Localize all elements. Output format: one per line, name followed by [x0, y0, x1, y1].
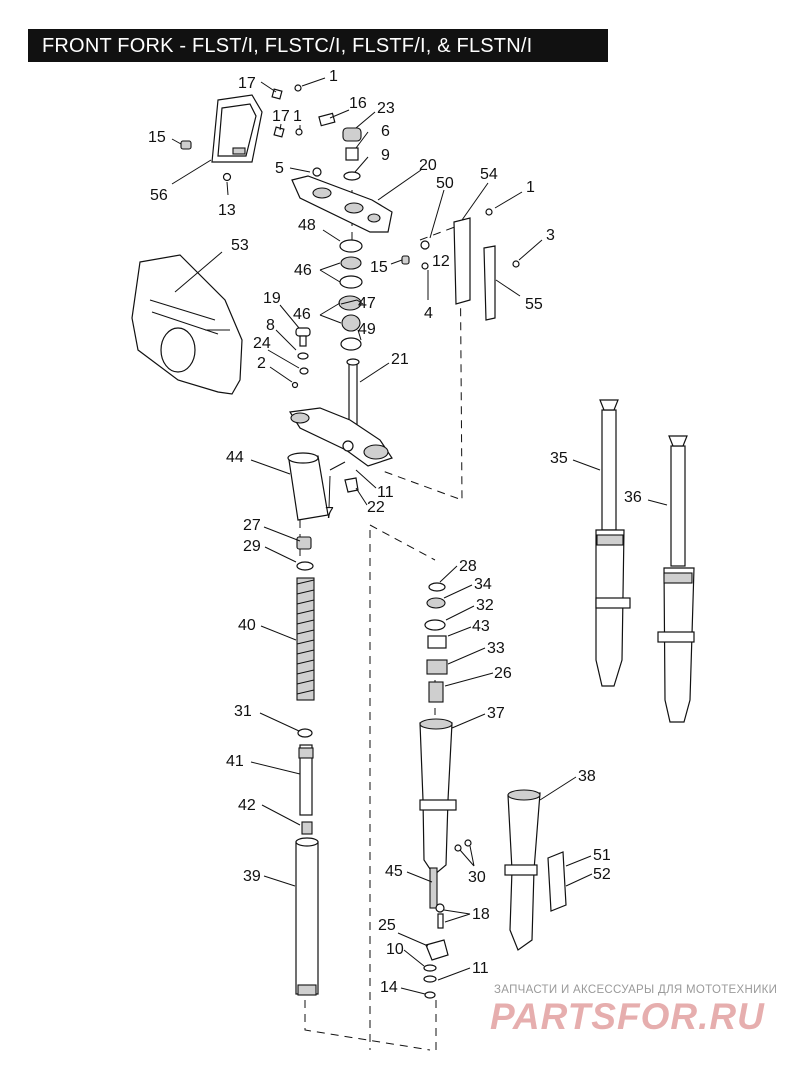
callout-54: 54: [480, 166, 498, 183]
callout-labels: 1 17 16 23 17 1 15 6 9 56 5 20 13 50 54 …: [148, 68, 642, 996]
callout-2: 2: [257, 355, 266, 372]
callout-46: 46: [293, 306, 311, 323]
callout-10: 10: [386, 941, 404, 958]
callout-35: 35: [550, 450, 568, 467]
callout-36: 36: [624, 489, 642, 506]
callout-47: 47: [358, 295, 376, 312]
callout-23: 23: [377, 100, 395, 117]
callout-17: 17: [238, 75, 256, 92]
alt-fork-slider: [504, 789, 567, 951]
callout-4: 4: [424, 305, 433, 322]
callout-27: 27: [243, 517, 261, 534]
callout-22: 22: [367, 499, 385, 516]
callout-46: 46: [294, 262, 312, 279]
callout-18: 18: [472, 906, 490, 923]
fork-stem-lower-bracket: [288, 358, 393, 493]
callout-1: 1: [329, 68, 338, 85]
callout-7: 7: [325, 505, 334, 522]
callout-30: 30: [468, 869, 486, 886]
callout-14: 14: [380, 979, 398, 996]
signal-brackets: [401, 208, 520, 321]
title-bar: FRONT FORK - FLST/I, FLSTC/I, FLSTF/I, &…: [28, 29, 608, 62]
callout-15: 15: [148, 129, 166, 146]
callout-13: 13: [218, 202, 236, 219]
watermark-tagline: ЗАПЧАСТИ И АКСЕССУАРЫ ДЛЯ МОТОТЕХНИКИ: [494, 984, 778, 996]
callout-34: 34: [474, 576, 492, 593]
page-title: FRONT FORK - FLST/I, FLSTC/I, FLSTF/I, &…: [42, 35, 533, 57]
callout-44: 44: [226, 449, 244, 466]
leader-lines: [171, 77, 668, 995]
callout-26: 26: [494, 665, 512, 682]
callout-51: 51: [593, 847, 611, 864]
upper-fork-bracket: [291, 167, 393, 233]
callout-37: 37: [487, 705, 505, 722]
callout-1: 1: [293, 108, 302, 125]
callout-50: 50: [436, 175, 454, 192]
callout-20: 20: [419, 157, 437, 174]
callout-39: 39: [243, 868, 261, 885]
callout-6: 6: [381, 123, 390, 140]
callout-32: 32: [476, 597, 494, 614]
left-fork-internals: [287, 452, 329, 996]
callout-45: 45: [385, 863, 403, 880]
callout-11: 11: [472, 960, 489, 977]
slider-bushing-stack: [424, 582, 448, 703]
watermark-logo: PARTSFOR.RU: [490, 996, 765, 1037]
assembled-fork-tubes: [595, 399, 695, 723]
callout-21: 21: [391, 351, 409, 368]
callout-28: 28: [459, 558, 477, 575]
callout-29: 29: [243, 538, 261, 555]
callout-38: 38: [578, 768, 596, 785]
callout-15: 15: [370, 259, 388, 276]
top-bolt-stack: [318, 112, 362, 181]
callout-33: 33: [487, 640, 505, 657]
callout-55: 55: [525, 296, 543, 313]
callout-53: 53: [231, 237, 249, 254]
callout-25: 25: [378, 917, 396, 934]
callout-41: 41: [226, 753, 244, 770]
callout-40: 40: [238, 617, 256, 634]
callout-48: 48: [298, 217, 316, 234]
lower-fork-slider: [419, 718, 472, 999]
callout-49: 49: [358, 321, 376, 338]
callout-16: 16: [349, 95, 367, 112]
callout-11: 11: [377, 484, 394, 501]
callout-12: 12: [432, 253, 450, 270]
callout-9: 9: [381, 147, 390, 164]
callout-3: 3: [546, 227, 555, 244]
nameplate-cover-part: [180, 84, 303, 182]
callout-52: 52: [593, 866, 611, 883]
steering-bearing-stack: [338, 239, 363, 351]
callout-24: 24: [253, 335, 271, 352]
callout-42: 42: [238, 797, 256, 814]
callout-43: 43: [472, 618, 490, 635]
callout-1: 1: [526, 179, 535, 196]
small-hardware-left: [291, 327, 311, 389]
callout-5: 5: [275, 160, 284, 177]
callout-56: 56: [150, 187, 168, 204]
callout-19: 19: [263, 290, 281, 307]
callout-8: 8: [266, 317, 275, 334]
callout-31: 31: [234, 703, 252, 720]
callout-17: 17: [272, 108, 290, 125]
headlamp-nacelle: [131, 254, 243, 395]
